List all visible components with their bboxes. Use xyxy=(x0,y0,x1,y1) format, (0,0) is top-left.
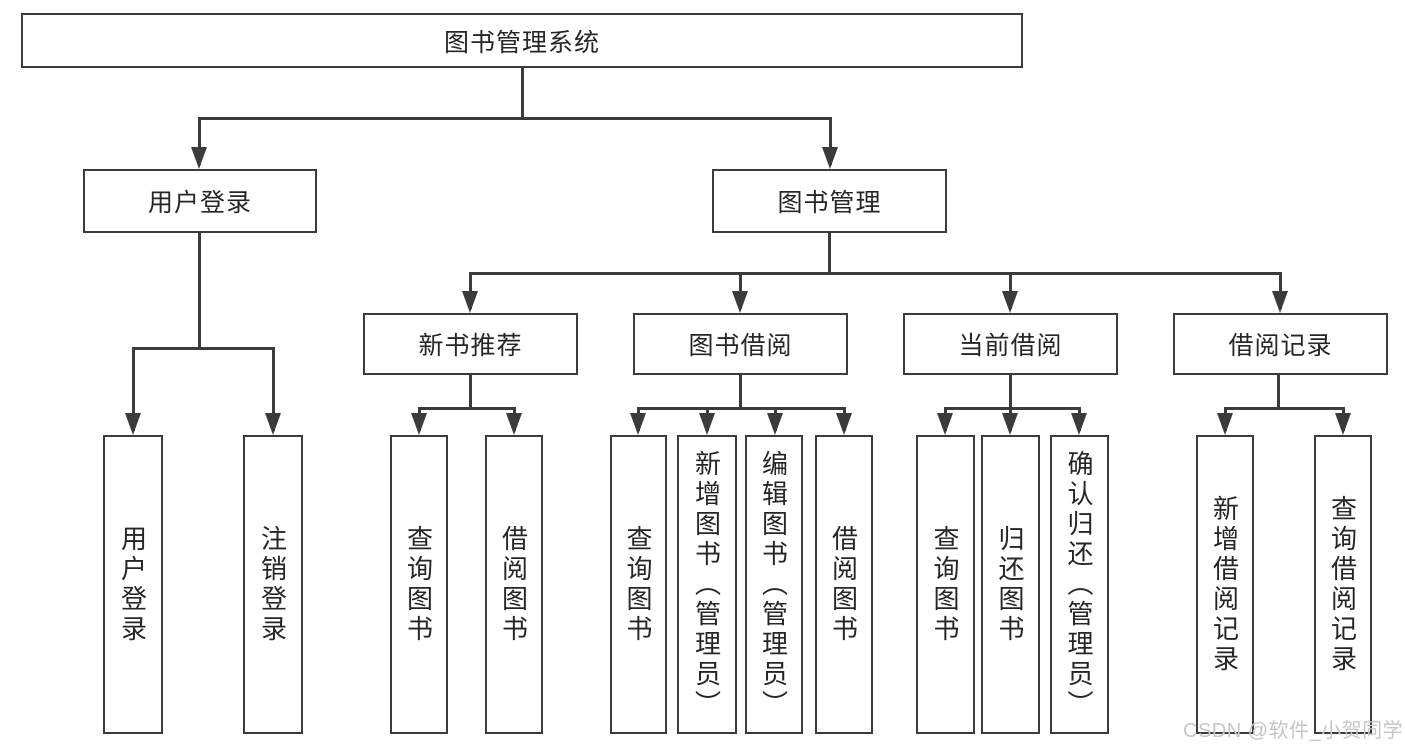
node-user-login-branch: 用户登录 xyxy=(83,169,317,233)
node-confirm-return-admin: 确认归还（管理员） xyxy=(1050,435,1109,734)
arrow-down-icon xyxy=(1217,413,1233,435)
connector-rail xyxy=(197,116,832,120)
node-book-management: 图书管理 xyxy=(712,169,947,233)
node-borrow-records: 借阅记录 xyxy=(1173,313,1388,375)
watermark-text: CSDN @软件_小贺同学 xyxy=(1183,720,1404,742)
connector-drop xyxy=(828,118,832,165)
connector-rail xyxy=(1223,406,1345,410)
connector-drop xyxy=(131,348,135,431)
connector-drop xyxy=(271,348,275,431)
connector-stem xyxy=(468,375,472,408)
connector-rail xyxy=(417,406,516,410)
arrow-down-icon xyxy=(462,291,478,313)
connector-stem xyxy=(1276,375,1280,408)
connector-rail xyxy=(636,406,846,410)
node-borrow-books: 借阅图书 xyxy=(815,435,873,734)
connector-stem xyxy=(827,233,831,273)
connector-rail xyxy=(468,271,1282,275)
node-query-books-recommend: 查询图书 xyxy=(390,435,448,734)
connector-stem xyxy=(197,233,201,348)
arrow-down-icon xyxy=(767,413,783,435)
node-return-books: 归还图书 xyxy=(981,435,1040,734)
connector-stem xyxy=(738,375,742,408)
node-book-borrow: 图书借阅 xyxy=(633,313,848,375)
node-user-login: 用户登录 xyxy=(103,435,163,734)
arrow-down-icon xyxy=(1272,291,1288,313)
connector-drop xyxy=(197,118,201,165)
connector-rail xyxy=(943,406,1081,410)
connector-stem xyxy=(520,68,524,118)
arrow-down-icon xyxy=(1071,413,1087,435)
node-query-books-borrow: 查询图书 xyxy=(610,435,667,734)
arrow-down-icon xyxy=(191,147,207,169)
node-logout: 注销登录 xyxy=(243,435,303,734)
node-new-book-recommend: 新书推荐 xyxy=(363,313,578,375)
node-add-books-admin: 新增图书（管理员） xyxy=(677,435,737,734)
node-edit-books-admin: 编辑图书（管理员） xyxy=(745,435,803,734)
node-query-books-current: 查询图书 xyxy=(916,435,975,734)
node-add-borrow-record: 新增借阅记录 xyxy=(1196,435,1254,734)
arrow-down-icon xyxy=(1002,413,1018,435)
node-library-management-system: 图书管理系统 xyxy=(21,13,1023,68)
arrow-down-icon xyxy=(1002,291,1018,313)
arrow-down-icon xyxy=(630,413,646,435)
arrow-down-icon xyxy=(125,413,141,435)
arrow-down-icon xyxy=(822,147,838,169)
connector-stem xyxy=(1008,375,1012,408)
arrow-down-icon xyxy=(506,413,522,435)
arrow-down-icon xyxy=(1335,413,1351,435)
arrow-down-icon xyxy=(732,291,748,313)
node-current-borrow: 当前借阅 xyxy=(903,313,1118,375)
arrow-down-icon xyxy=(937,413,953,435)
node-query-borrow-record: 查询借阅记录 xyxy=(1314,435,1372,734)
arrow-down-icon xyxy=(836,413,852,435)
arrow-down-icon xyxy=(265,413,281,435)
connector-rail xyxy=(131,346,275,350)
arrow-down-icon xyxy=(699,413,715,435)
arrow-down-icon xyxy=(411,413,427,435)
node-borrow-books-recommend: 借阅图书 xyxy=(485,435,543,734)
